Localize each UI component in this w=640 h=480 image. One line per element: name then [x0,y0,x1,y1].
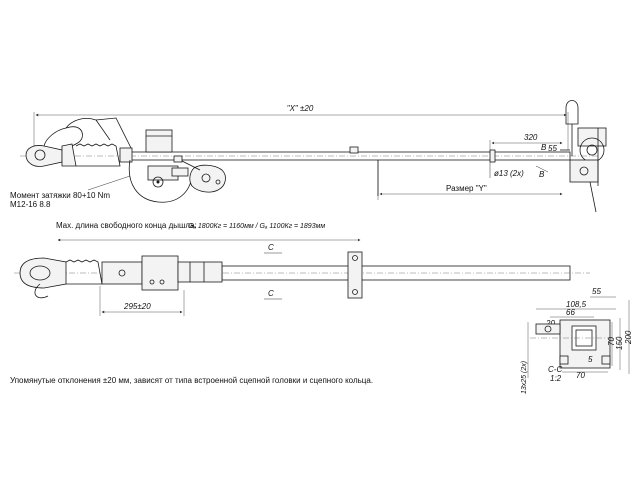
torque-note-2: M12-16 8.8 [10,200,51,209]
d200-label: 200 [624,330,633,345]
d108-label: 108,5 [566,300,587,309]
c-top-label: C [268,243,274,252]
footer-note: Упомянутые отклонения ±20 мм, зависят от… [10,376,373,385]
bolt-c [489,149,496,163]
coupling-head [25,117,133,167]
side-view: "X" ±20 [10,100,607,213]
section-cc: 108,5 66 55 20 70 150 200 13x25 (2x) 5 7… [521,287,633,394]
y-dim-label: Размер "Y" [446,184,487,193]
c-bottom-label: C [268,289,274,298]
coupling-head-top [19,255,223,299]
section-foot-left [559,355,569,365]
d70b-label: 70 [576,371,585,380]
section-foot-right [601,355,611,365]
brake-lever [128,159,193,203]
section-lug [535,323,561,335]
mounting-plate [347,251,363,299]
d70-label: 70 [607,337,616,346]
drawbar-eye [560,100,607,213]
section-lug-hole [544,325,552,333]
d55-label: 55 [548,144,557,153]
section-title: C-C [548,365,562,374]
overrun-box [145,129,173,153]
d5-label: 5 [588,355,593,364]
d295-label: 295±20 [123,302,151,311]
max-length-values: Gₐ 1800Кг = 1160мм / Gₐ 1100Кг = 1893мм [188,223,325,230]
torque-note-1: Момент затяжки 80+10 Nm [10,191,110,200]
d66-label: 66 [566,308,575,317]
torque-leader [87,175,131,191]
bolt-b [349,146,359,154]
x-dim-label: "X" ±20 [287,104,314,113]
d20-label: 20 [545,319,555,328]
b-leader [535,165,549,173]
d55b-label: 55 [592,287,601,296]
d13-label: ø13 (2x) [494,169,524,178]
section-scale: 1:2 [550,374,562,383]
max-length-label: Max. длина свободного конца дышла: [56,221,197,230]
top-view: Max. длина свободного конца дышла: Gₐ 18… [14,221,590,316]
d13x25-label: 13x25 (2x) [521,361,528,394]
lever-plate [179,159,226,193]
b-bottom-label: B [539,170,545,179]
b-top-label: B [541,143,547,152]
bolt-a [173,155,183,163]
d150-label: 150 [615,336,624,350]
d320-label: 320 [524,133,538,142]
